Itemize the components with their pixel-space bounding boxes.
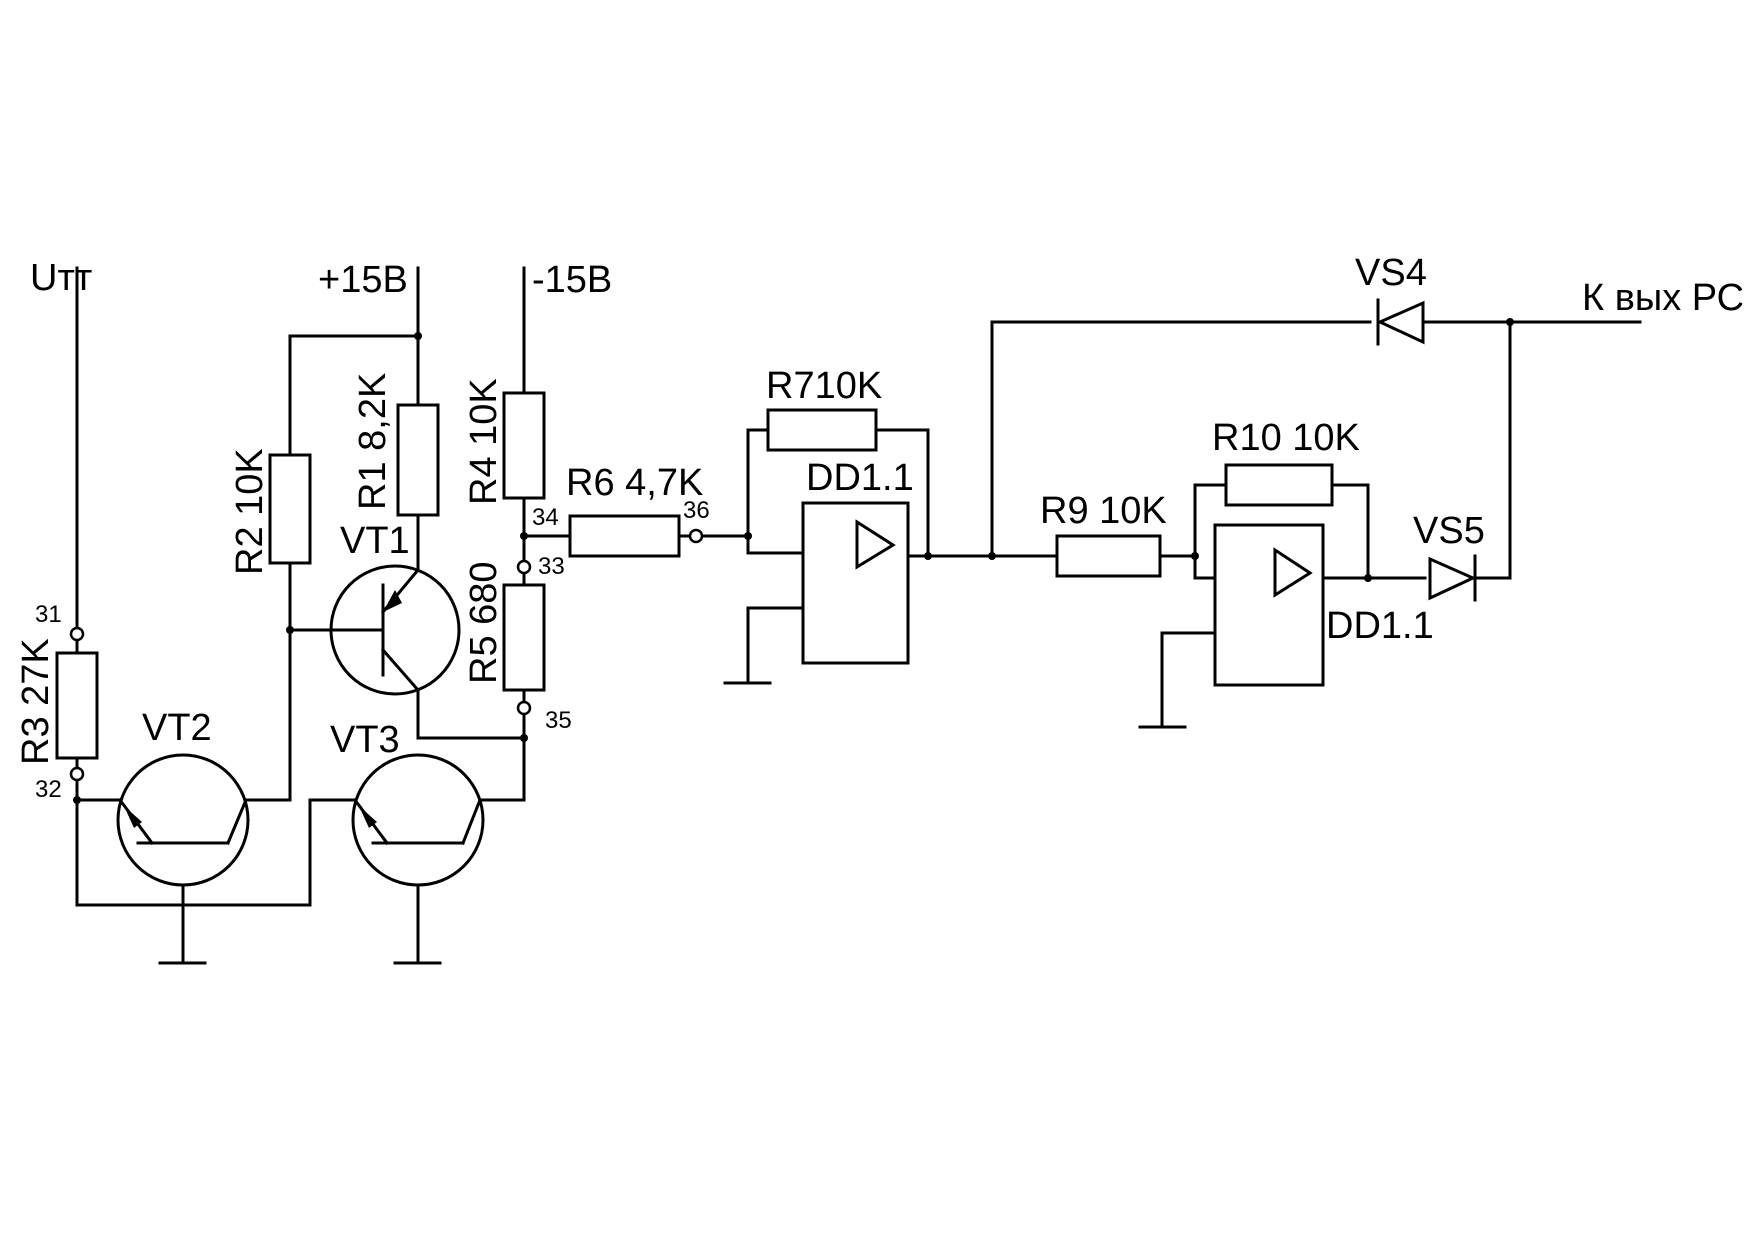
label-r4: R4 10K xyxy=(463,378,505,505)
diode-vs5 xyxy=(1428,554,1477,602)
pin-terminals xyxy=(69,528,704,782)
label-plus15: +15В xyxy=(318,259,408,301)
diode-vs4 xyxy=(1376,298,1425,346)
pin-label-35: 35 xyxy=(545,707,572,734)
label-r1: R1 8,2K xyxy=(352,373,394,510)
resistor-r10 xyxy=(1224,463,1334,507)
label-r2: R2 10K xyxy=(229,448,271,575)
label-vs4: VS4 xyxy=(1355,252,1427,294)
label-vs5: VS5 xyxy=(1413,510,1485,552)
transistor-vt2 xyxy=(116,753,250,887)
label-vt2: VT2 xyxy=(142,707,212,749)
label-vt1: VT1 xyxy=(340,520,410,562)
resistor-r6 xyxy=(568,514,681,558)
opamp-dd1-1-first xyxy=(801,501,910,665)
label-r6: R6 4,7K xyxy=(566,462,703,504)
resistor-r2 xyxy=(268,453,312,565)
opamp-dd1-1-second xyxy=(1213,523,1325,687)
label-r5: R5 680 xyxy=(463,561,505,684)
label-r3: R3 27K xyxy=(15,638,57,765)
resistor-r1 xyxy=(396,403,440,517)
label-utt: Uтт xyxy=(30,257,92,299)
label-minus15: -15В xyxy=(532,259,612,301)
pin-label-34: 34 xyxy=(532,504,559,531)
transistor-vt1 xyxy=(288,564,461,696)
resistor-r7 xyxy=(766,408,878,452)
resistor-r3 xyxy=(55,638,99,770)
resistor-r9 xyxy=(1055,534,1162,578)
label-r10: R10 10K xyxy=(1212,417,1360,459)
label-r9: R9 10K xyxy=(1040,490,1167,532)
pin-label-33: 33 xyxy=(538,553,565,580)
wires xyxy=(75,266,1642,965)
label-r7: R710K xyxy=(766,365,882,407)
pin-label-36: 36 xyxy=(683,497,710,524)
junction-dots xyxy=(73,318,1514,804)
transistor-vt3 xyxy=(351,753,485,887)
resistor-r4 xyxy=(502,391,546,500)
label-vt3: VT3 xyxy=(330,719,400,761)
label-dd1-first: DD1.1 xyxy=(806,457,914,499)
label-dd1-second: DD1.1 xyxy=(1326,605,1434,647)
pin-label-31: 31 xyxy=(35,601,62,628)
label-output: К вых РС xyxy=(1582,277,1744,319)
resistor-r5 xyxy=(502,573,546,692)
pin-label-32: 32 xyxy=(35,776,62,803)
